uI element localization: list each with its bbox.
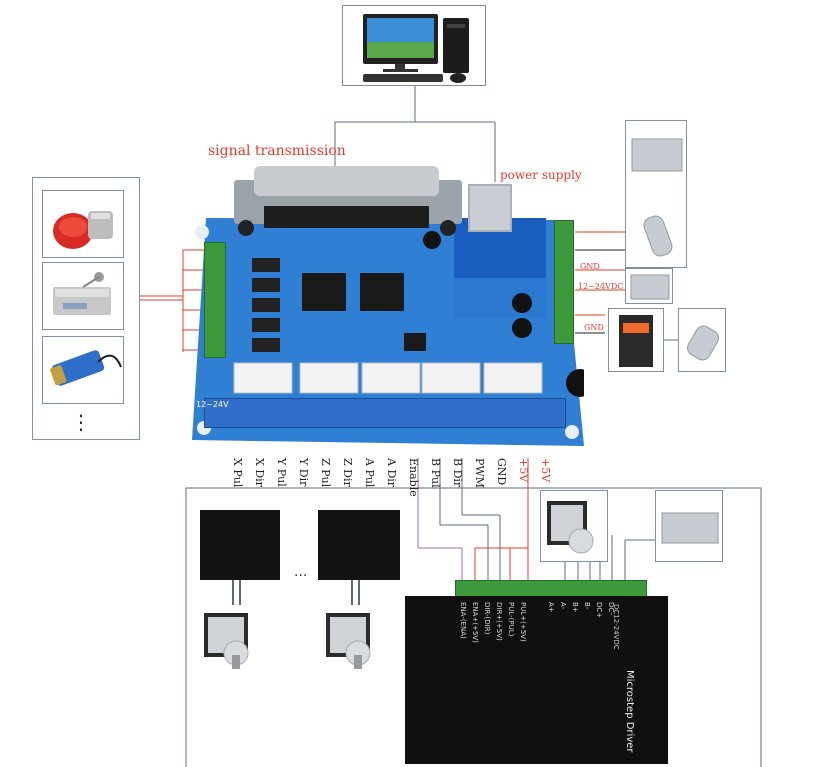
driver-input-pin-label: PUL+(+5V) — [519, 602, 527, 642]
stepper-motor-icon — [204, 613, 249, 669]
pin-label: Enable — [407, 458, 420, 497]
driver-input-pin-label: DIR-(DIR) — [483, 602, 491, 635]
proximity-sensor-icon — [50, 350, 122, 386]
pin-label: A Pul — [363, 458, 376, 488]
driver-output-pin-label: A+ — [547, 602, 555, 613]
computer-icon — [363, 14, 469, 83]
emergency-stop-box — [42, 190, 124, 258]
pin-label: GND — [495, 458, 508, 486]
pin-label: Z Dir — [341, 458, 354, 487]
right-terminal-block — [554, 220, 574, 344]
stepper-motor-icon — [547, 501, 594, 554]
pin-label: B Pul — [429, 458, 442, 488]
gnd-top-label: GND — [580, 262, 600, 271]
driver-output-pin-label: B- — [583, 602, 591, 610]
driver-output-pin-label: DC+ — [595, 602, 603, 619]
driver-title: Microstep Driver — [624, 670, 635, 753]
driver-input-pin-label: DIR+(+5V) — [495, 602, 503, 641]
spindle-frame — [678, 308, 726, 372]
pin-label: +5V — [517, 458, 530, 483]
proximity-sensor-box — [42, 336, 124, 404]
spindle-icon — [687, 325, 719, 361]
board-voltage-label: 12~24V — [196, 400, 229, 409]
microstep-driver: Microstep Driver DC12-24VDC ENA-(ENA)ENA… — [405, 596, 668, 764]
pin-label: X Pul — [231, 458, 244, 488]
pin-label: Y Dir — [297, 458, 310, 487]
gnd-bottom-label: GND — [584, 323, 604, 332]
driver-section-frame — [185, 487, 762, 767]
driver-output-pin-label: DC- — [607, 602, 615, 615]
usb-connector — [468, 184, 512, 232]
power-supply-label: power supply — [500, 168, 582, 182]
motor-x — [196, 605, 268, 675]
pin-label: Z Pul — [319, 458, 332, 488]
driver-psu-frame — [655, 490, 723, 562]
more-sensors-ellipsis: ⋮ — [71, 410, 91, 434]
db25-connector — [234, 166, 462, 242]
driver-input-pin-label: ENA+(+5V) — [471, 602, 479, 643]
stepper-motor-icon — [326, 613, 371, 669]
sensors-frame: ⋮ — [32, 177, 140, 440]
emergency-stop-icon — [53, 211, 113, 249]
more-drivers-ellipsis: ... — [294, 564, 308, 580]
driver-output-pin-label: A- — [559, 602, 567, 610]
pin-label: X Dir — [253, 458, 266, 487]
limit-switch-box — [42, 262, 124, 330]
driver-output-pin-label: B+ — [571, 602, 579, 613]
driver-input-pin-label: PUL-(PUL) — [507, 602, 515, 637]
computer-frame — [342, 5, 486, 86]
psu-small-icon — [630, 274, 670, 300]
pin-label: B Dir — [451, 458, 464, 488]
pin-label: PWM — [473, 458, 486, 488]
bottom-terminal-strip — [204, 398, 566, 428]
driver-input-pin-label: ENA-(ENA) — [459, 602, 467, 639]
left-terminal-block — [204, 242, 226, 358]
vfd-icon — [619, 315, 653, 367]
limit-switch-icon — [53, 272, 111, 315]
board-graphic — [192, 218, 584, 446]
voltage-label: 12~24VDC — [578, 282, 624, 291]
driver-x — [200, 510, 280, 580]
power-supply-icon — [631, 138, 683, 257]
pin-label: +5V — [539, 458, 552, 483]
signal-transmission-label: signal transmission — [208, 143, 346, 159]
vfd-frame — [608, 308, 664, 372]
driver-y — [318, 510, 400, 580]
driver-motor-frame — [540, 490, 608, 562]
psu-small-frame — [625, 268, 673, 304]
db25-icon — [234, 166, 462, 236]
breakout-board — [192, 218, 584, 446]
pin-label: A Dir — [385, 458, 398, 488]
pin-label: Y Pul — [275, 458, 288, 487]
power-supply-icon — [661, 512, 719, 544]
motor-y — [318, 605, 390, 675]
power-supply-frame — [625, 120, 687, 268]
